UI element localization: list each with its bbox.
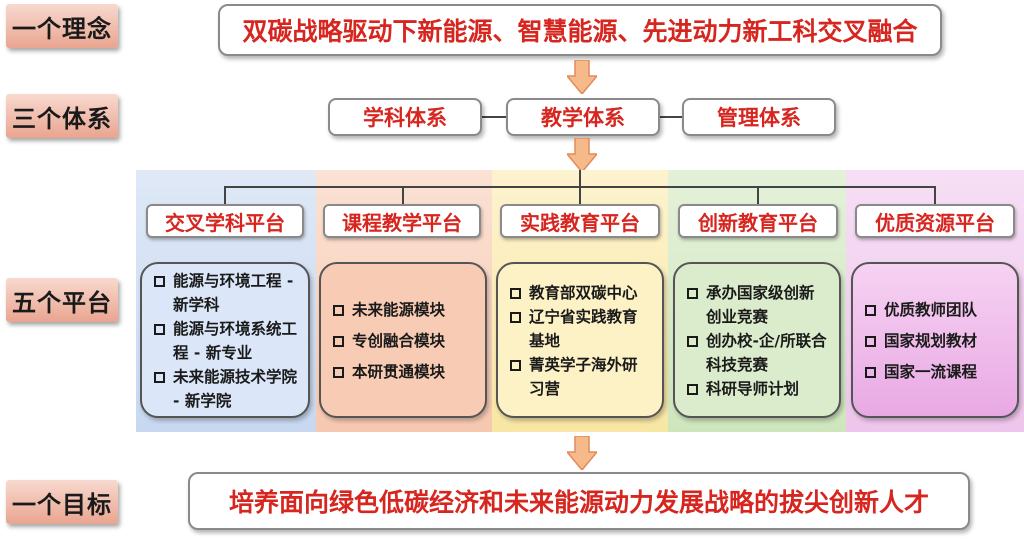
down-arrow-icon: [567, 138, 597, 172]
row-label-concept: 一个理念: [6, 4, 118, 48]
down-arrow-icon: [567, 436, 597, 470]
checkbox-square-icon: [154, 276, 165, 287]
tree-drop-line: [934, 186, 936, 206]
list-item: 能源与环境工程 - 新学科: [154, 269, 298, 317]
platform-title-course: 课程教学平台: [323, 204, 481, 238]
checkbox-square-icon: [154, 324, 165, 335]
list-item: 菁英学子海外研习营: [510, 353, 652, 401]
checkbox-square-icon: [687, 336, 698, 347]
list-item: 辽宁省实践教育基地: [510, 305, 652, 353]
platform-title-resources: 优质资源平台: [855, 204, 1015, 238]
row-label-systems: 三个体系: [6, 94, 118, 138]
platform-card-innovation: 承办国家级创新创业竞赛 创办校-企/所联合科技竞赛 科研导师计划: [673, 262, 841, 418]
checkbox-square-icon: [333, 335, 344, 347]
list-item: 承办国家级创新创业竞赛: [687, 281, 829, 329]
tree-drop-line: [757, 186, 759, 206]
list-item: 国家规划教材: [865, 326, 1007, 357]
list-item: 创办校-企/所联合科技竞赛: [687, 329, 829, 377]
platform-card-practice: 教育部双碳中心 辽宁省实践教育基地 菁英学子海外研习营: [496, 262, 664, 418]
checkbox-square-icon: [687, 288, 698, 299]
system-box-teaching: 教学体系: [506, 98, 660, 136]
list-item: 专创融合模块: [333, 326, 475, 357]
goal-box: 培养面向绿色低碳经济和未来能源动力发展战略的拔尖创新人才: [188, 472, 970, 530]
checkbox-square-icon: [333, 366, 344, 378]
down-arrow-icon: [567, 60, 597, 94]
list-item: 国家一流课程: [865, 357, 1007, 388]
platform-card-course: 未来能源模块 专创融合模块 本研贯通模块: [319, 262, 487, 418]
checkbox-square-icon: [154, 372, 165, 383]
list-item: 本研贯通模块: [333, 357, 475, 388]
checkbox-square-icon: [333, 304, 344, 316]
checkbox-square-icon: [865, 366, 876, 378]
checkbox-square-icon: [510, 288, 521, 299]
tree-drop-line: [402, 186, 404, 206]
list-item: 教育部双碳中心: [510, 281, 652, 305]
platform-title-innovation: 创新教育平台: [678, 204, 838, 238]
concept-box: 双碳战略驱动下新能源、智慧能源、先进动力新工科交叉融合: [218, 4, 942, 56]
row-label-goal: 一个目标: [6, 480, 118, 524]
list-item: 未来能源模块: [333, 295, 475, 326]
list-item: 未来能源技术学院 - 新学院: [154, 365, 298, 413]
checkbox-square-icon: [865, 304, 876, 316]
list-item: 科研导师计划: [687, 377, 829, 401]
system-box-management: 管理体系: [682, 98, 836, 136]
tree-trunk-line: [579, 170, 581, 186]
tree-drop-line: [579, 186, 581, 206]
checkbox-square-icon: [687, 384, 698, 395]
list-item: 优质教师团队: [865, 295, 1007, 326]
checkbox-square-icon: [865, 335, 876, 347]
platform-card-interdisciplinary: 能源与环境工程 - 新学科 能源与环境系统工程 - 新专业 未来能源技术学院 -…: [140, 262, 310, 418]
checkbox-square-icon: [510, 312, 521, 323]
row-label-platforms: 五个平台: [6, 278, 118, 322]
system-box-discipline: 学科体系: [328, 98, 482, 136]
tree-drop-line: [224, 186, 226, 206]
checkbox-square-icon: [510, 360, 521, 371]
platform-card-resources: 优质教师团队 国家规划教材 国家一流课程: [851, 262, 1019, 418]
platform-title-practice: 实践教育平台: [500, 204, 660, 238]
list-item: 能源与环境系统工程 - 新专业: [154, 317, 298, 365]
platform-title-interdisciplinary: 交叉学科平台: [146, 204, 304, 238]
